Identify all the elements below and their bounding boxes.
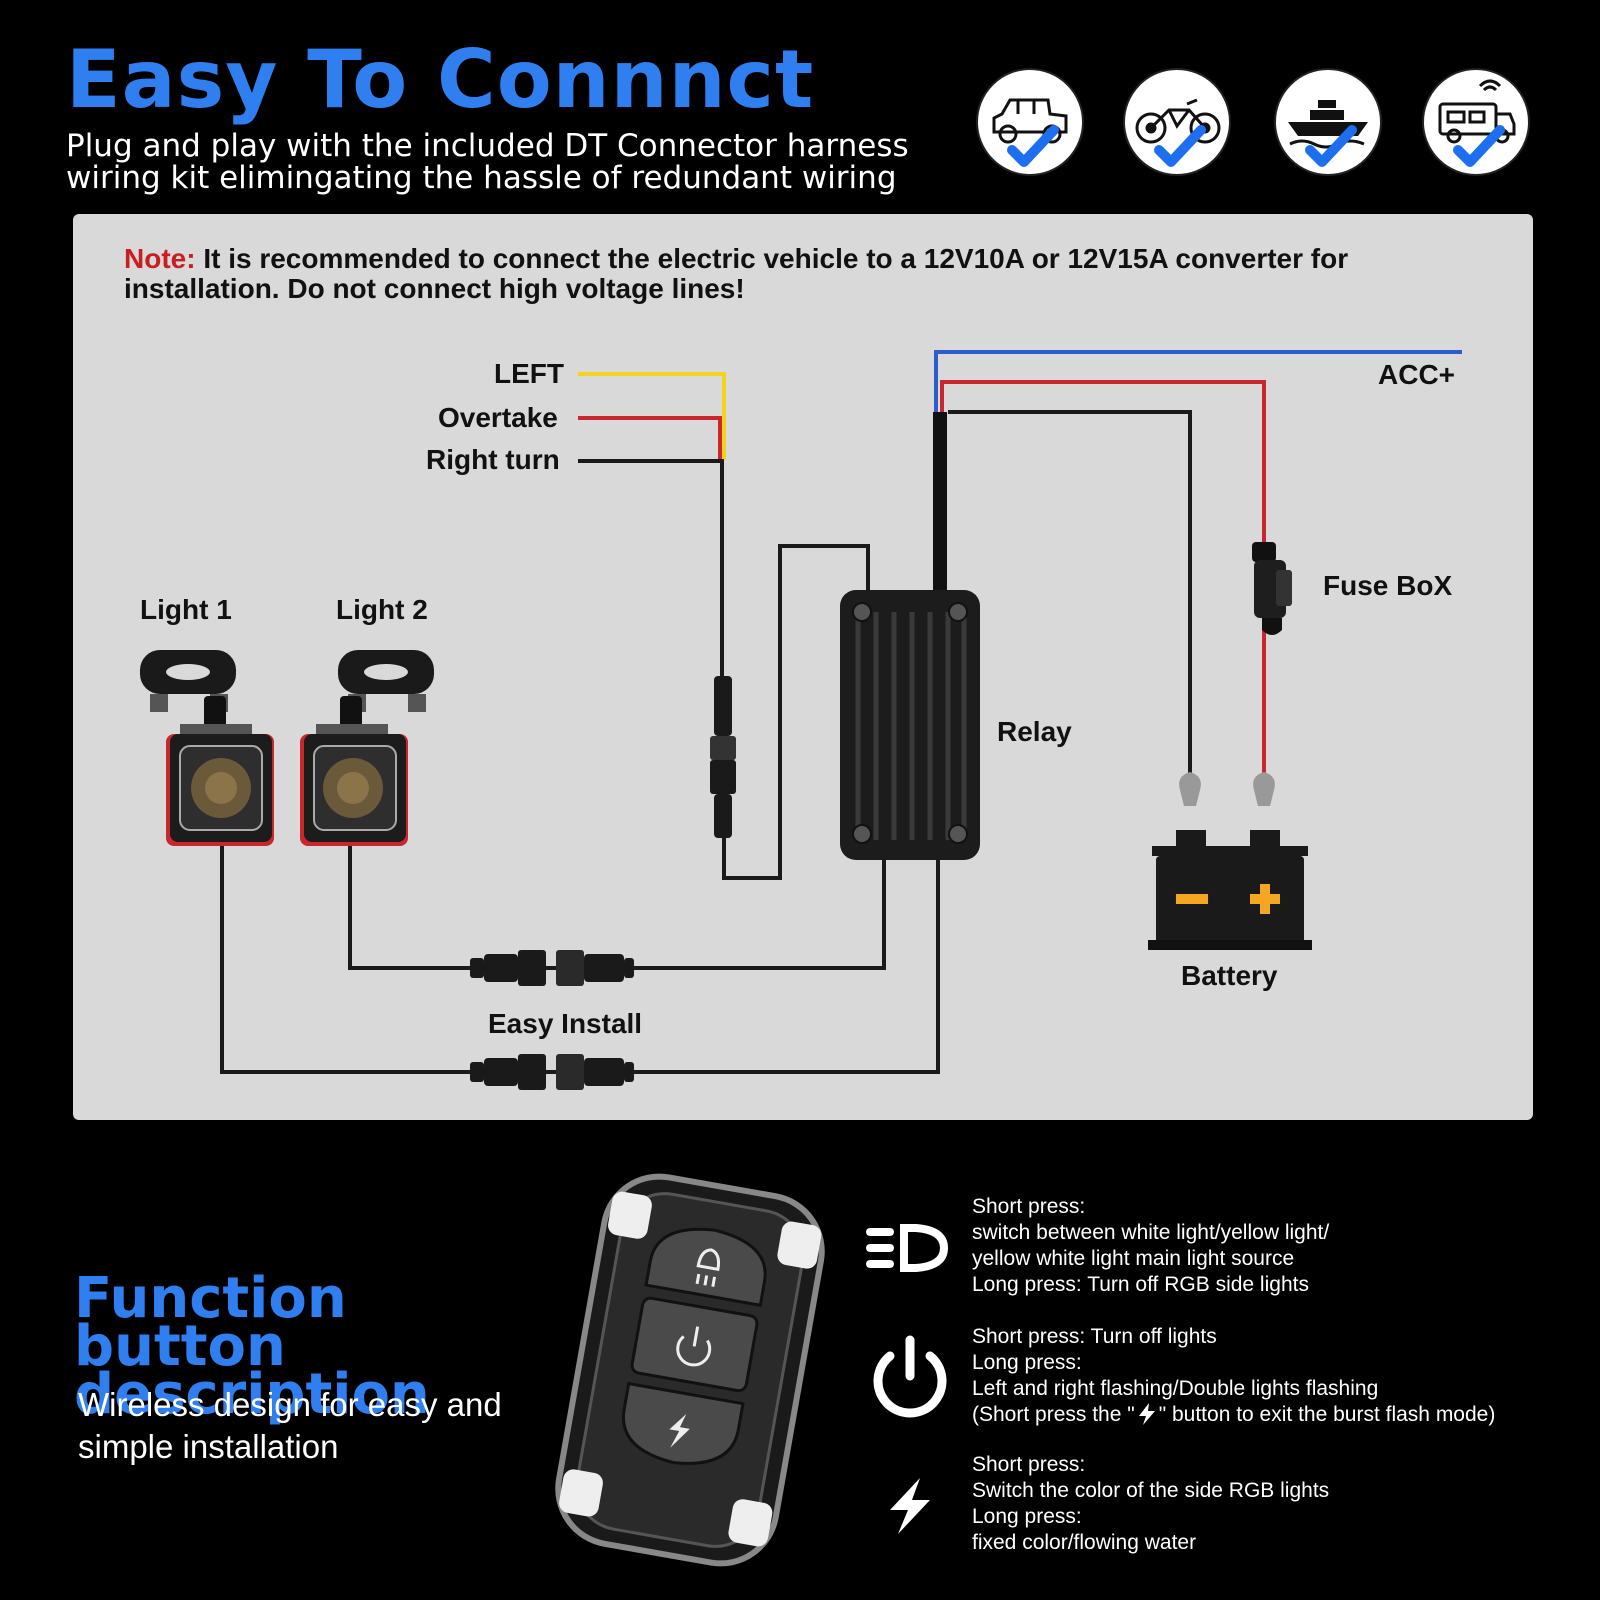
fuse-box [1252, 542, 1292, 635]
left-wire [578, 372, 726, 460]
power-button-description: Short press: Turn off lights Long press:… [972, 1324, 1592, 1428]
overtake-wire-label: Overtake [438, 402, 558, 433]
lightning-icon [890, 1478, 930, 1534]
light-1-label: Light 1 [140, 594, 232, 625]
easy-install-connector-top [470, 950, 634, 986]
battery-label: Battery [1181, 960, 1278, 991]
rgb-side-light [728, 1499, 773, 1547]
easy-install-connector-bottom [470, 1054, 634, 1090]
subtitle-line-1: Plug and play with the included DT Conne… [66, 128, 909, 164]
power-icon [873, 1335, 947, 1418]
function-subtitle-line-1: Wireless design for easy and [78, 1386, 502, 1423]
desc-line: Long press: [972, 1351, 1082, 1374]
note-label: Note: [124, 243, 196, 274]
signal-harness [722, 544, 870, 880]
light-2-label: Light 2 [336, 594, 428, 625]
light-2-lamp [300, 650, 434, 846]
dirt-bike-icon [1123, 68, 1231, 176]
desc-line: Left and right flashing/Double lights fl… [972, 1377, 1379, 1400]
function-title-line-1: Function button [74, 1266, 347, 1379]
relay-box [840, 590, 980, 860]
right-turn-wire-label: Right turn [426, 444, 560, 475]
desc-line: Long press: [972, 1505, 1082, 1528]
rgb-side-light [608, 1191, 652, 1239]
overtake-wire [578, 416, 722, 460]
page-subtitle: Plug and play with the included DT Conne… [66, 130, 946, 194]
red-power-wire [940, 380, 1266, 548]
function-subtitle-line-2: simple installation [78, 1428, 339, 1465]
desc-line: Switch the color of the side RGB lights [972, 1479, 1330, 1502]
note-text: It is recommended to connect the electri… [124, 243, 1349, 304]
function-section-subtitle: Wireless design for easy and simple inst… [78, 1384, 558, 1468]
function-title-line-2: description [74, 1362, 430, 1427]
battery [1148, 772, 1312, 950]
desc-line: Short press: Turn off lights [972, 1325, 1217, 1348]
fuse-box-label: Fuse BoX [1323, 570, 1453, 601]
function-section-title: Function button description [74, 1266, 574, 1427]
desc-line: switch between white light/yellow light/ [972, 1221, 1330, 1244]
acc-wire-label: ACC+ [1378, 359, 1456, 390]
desc-line: yellow white light main light source [972, 1247, 1295, 1270]
light-1-lamp [140, 650, 274, 846]
ground-wire [948, 410, 1192, 780]
installation-note: Note: It is recommended to connect the e… [124, 244, 1484, 304]
rgb-side-light [777, 1221, 822, 1269]
easy-install-label: Easy Install [488, 1008, 643, 1039]
hint-suffix: " button to exit the burst flash mode) [1158, 1403, 1496, 1426]
left-wire-label: LEFT [494, 358, 564, 389]
desc-line: Short press: [972, 1195, 1086, 1218]
headlight-icon [866, 1224, 949, 1272]
remote-flash-button [621, 1381, 745, 1465]
hint-prefix: (Short press the " [972, 1403, 1135, 1426]
wireless-remote [555, 1173, 825, 1567]
subtitle-line-2: wiring kit elimingating the hassle of re… [66, 160, 897, 196]
page-title: Easy To Connnct [66, 33, 815, 126]
right-turn-wire [578, 459, 724, 680]
headlight-button-description: Short press: switch between white light/… [972, 1194, 1592, 1298]
desc-line: Short press: [972, 1453, 1086, 1476]
boat-icon [1274, 68, 1382, 176]
signal-connector [710, 676, 736, 838]
desc-line: fixed color/flowing water [972, 1531, 1197, 1554]
jeep-icon [976, 68, 1084, 176]
desc-line: (Short press the " " button to exit the b… [972, 1402, 1592, 1428]
inline-lightning-icon [1138, 1403, 1155, 1425]
relay-label: Relay [997, 716, 1072, 747]
lightning-button-description: Short press: Switch the color of the sid… [972, 1452, 1592, 1556]
rv-icon [1422, 68, 1530, 176]
light2-wire [348, 846, 886, 970]
rgb-side-light [559, 1469, 603, 1517]
desc-line: Long press: Turn off RGB side lights [972, 1273, 1309, 1296]
acc-wire [934, 350, 1462, 412]
